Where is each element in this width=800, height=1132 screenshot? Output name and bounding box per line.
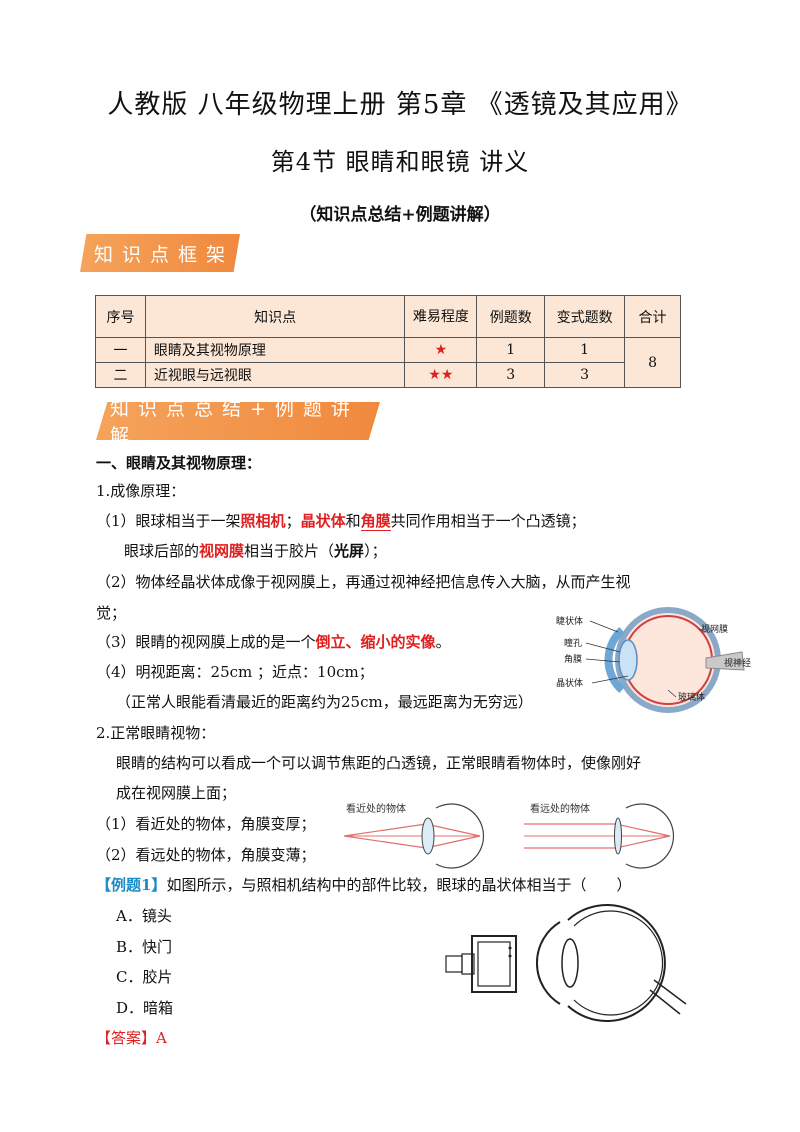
- row-number: 一: [95, 337, 146, 363]
- camera-eye-figure: [445, 904, 687, 1022]
- table-row: 一 眼睛及其视物原理 ★ 1 1 8: [95, 337, 681, 388]
- row-examples: 3: [476, 362, 546, 388]
- eye-label: 瞳孔: [564, 637, 582, 649]
- text-line: （4）明视距离：25cm ；近点：10cm；: [96, 663, 374, 681]
- keyword: 视网膜: [199, 542, 245, 560]
- eye-anatomy-diagram: 睫状体 瞳孔 角膜 晶状体 视网膜 视神经 玻璃体: [556, 607, 751, 713]
- answer-line: 【答案】A: [96, 1028, 167, 1048]
- table-header: 例题数: [476, 295, 546, 338]
- difficulty-stars: ★★: [404, 362, 478, 388]
- example-question: 【例题1】如图所示，与照相机结构中的部件比较，眼球的晶状体相当于（ ）: [96, 876, 632, 894]
- difficulty-stars: ★: [404, 337, 478, 363]
- option-c: C．胶片: [116, 968, 173, 986]
- keyword: 晶状体: [300, 512, 346, 530]
- text-line: （1）看近处的物体，角膜变厚；: [96, 815, 316, 833]
- near-object-label: 看近处的物体: [346, 802, 406, 815]
- text-line: 觉；: [96, 604, 127, 622]
- text-line: （正常人眼能看清最近的距离约为25cm，最远距离为无穷远）: [116, 693, 533, 711]
- eye-label: 视网膜: [701, 623, 728, 635]
- paragraph-title: 2.正常眼睛视物：: [96, 724, 216, 742]
- option-b: B．快门: [116, 938, 173, 956]
- row-total: 8: [624, 337, 681, 388]
- section-title: 第4节 眼睛和眼镜 讲义: [270, 148, 530, 176]
- option-a: A．镜头: [116, 907, 172, 925]
- text-line: 眼球后部的视网膜相当于胶片（光屏）；: [124, 542, 387, 560]
- row-number: 二: [95, 362, 146, 388]
- text-line: （3）眼睛的视网膜上成的是一个倒立、缩小的实像。: [96, 633, 451, 651]
- paragraph-title: 1.成像原理：: [96, 482, 186, 500]
- table-header: 知识点: [144, 295, 406, 338]
- keyword: 照相机: [240, 512, 286, 530]
- table-row: 二 近视眼与远视眼 ★★ 3 3: [95, 362, 681, 388]
- example-tag: 【例题1】: [96, 876, 167, 894]
- section-heading: 一、眼睛及其视物原理：: [96, 454, 262, 472]
- eye-label: 视神经: [724, 657, 751, 669]
- answer-value: A: [156, 1029, 167, 1047]
- knowledge-table: 序号 知识点 难易程度 例题数 变式题数 合计 一 眼睛及其视物原理 ★ 1 1…: [95, 295, 681, 388]
- document-subtitle: （知识点总结+例题讲解）: [299, 205, 501, 225]
- text-line: （2）物体经晶状体成像于视网膜上，再通过视神经把信息传入大脑，从而产生视: [96, 573, 631, 591]
- eye-label: 玻璃体: [678, 691, 705, 703]
- table-header: 合计: [624, 295, 681, 338]
- row-topic: 眼睛及其视物原理: [144, 337, 406, 363]
- table-header: 难易程度: [404, 295, 478, 338]
- summary-banner: 知识点总结+例题讲解: [96, 402, 380, 440]
- text-line: 成在视网膜上面；: [116, 784, 237, 802]
- text-line: 眼睛的结构可以看成一个可以调节焦距的凸透镜，正常眼睛看物体时，使像刚好: [116, 754, 642, 772]
- row-variants: 3: [544, 362, 626, 388]
- keyword: 光屏: [334, 542, 365, 560]
- focus-diagram: 看近处的物体 看远处的物体: [343, 802, 675, 869]
- answer-tag: 【答案】: [96, 1029, 157, 1047]
- row-variants: 1: [544, 337, 626, 363]
- option-d: D．暗箱: [116, 999, 174, 1017]
- far-object-label: 看远处的物体: [530, 802, 590, 815]
- framework-banner: 知识点框架: [80, 234, 240, 272]
- row-examples: 1: [476, 337, 546, 363]
- eye-label: 角膜: [564, 653, 582, 665]
- text-line: （2）看远处的物体，角膜变薄；: [96, 846, 316, 864]
- table-header: 变式题数: [544, 295, 626, 338]
- text-line: （1）眼球相当于一架照相机；晶状体和角膜共同作用相当于一个凸透镜；: [96, 512, 586, 531]
- table-header: 序号: [95, 295, 146, 338]
- keyword: 倒立、缩小的实像: [315, 633, 436, 651]
- keyword: 角膜: [360, 512, 391, 531]
- eye-label: 睫状体: [556, 615, 583, 627]
- document-title: 人教版 八年级物理上册 第5章 《透镜及其应用》: [107, 90, 693, 120]
- eye-label: 晶状体: [556, 677, 583, 689]
- row-topic: 近视眼与远视眼: [144, 362, 406, 388]
